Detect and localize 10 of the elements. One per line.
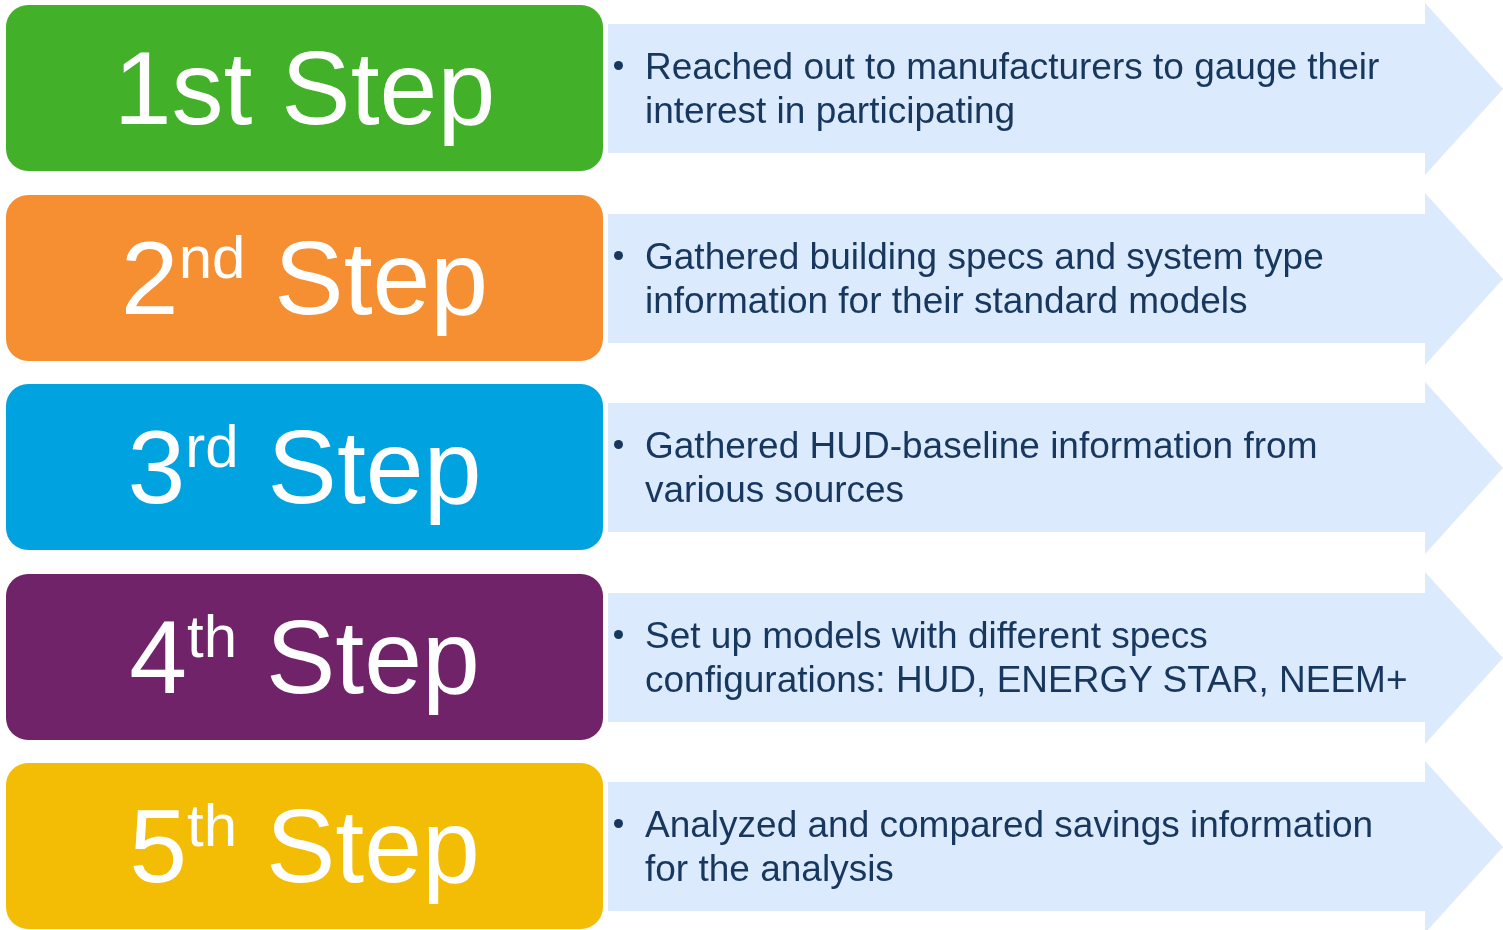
step-description: Reached out to manufacturers to gauge their interest in participating (645, 44, 1381, 133)
step-box: 4$^{th}$ Step (6, 574, 603, 740)
step-box: 1st Step (6, 5, 603, 171)
step-box: 3$^{rd}$ Step (6, 384, 603, 550)
step-description: Gathered building specs and system type information for their standard models (645, 234, 1325, 323)
step-description: Analyzed and compared savings information for the analysis (645, 802, 1375, 891)
step-box: 5$^{th}$ Step (6, 763, 603, 929)
step-box: 2$^{nd}$ Step (6, 195, 603, 361)
step-description: Gathered HUD-baseline information from various sources (645, 423, 1319, 512)
step-description: Set up models with different specs configurations: HUD, ENERGY STAR, NEEM+ (645, 613, 1409, 702)
